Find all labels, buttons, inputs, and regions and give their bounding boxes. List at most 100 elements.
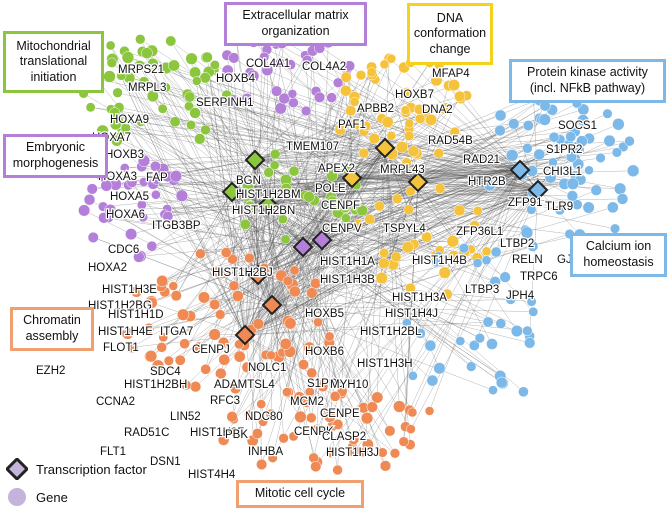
network-edge [321,147,386,241]
gene-label: MCM2 [290,396,324,408]
network-edge [244,154,276,336]
network-edge [246,196,273,306]
gene-node [244,200,256,212]
gene-node [239,218,251,230]
gene-label: HIST4H4 [188,469,236,481]
gene-node [495,376,508,389]
network-edge [140,239,323,257]
gene-node [571,199,583,210]
gene-node [313,91,326,103]
gene-node [433,362,446,375]
gene-node [472,205,483,216]
gene-node [613,182,627,195]
gene-node [518,386,529,398]
network-edge [244,322,407,336]
gene-node [348,433,360,445]
gene-node [277,214,288,225]
gene-label: POLE [315,183,346,195]
network-edge [132,246,304,348]
gene-label: HIST1H2BN [232,205,295,217]
gene-node [189,107,201,119]
gene-label: MFAP4 [432,68,470,80]
gene-node [186,120,197,130]
network-edge [231,191,501,377]
gene-node [228,52,240,64]
gene-label: FAP [146,172,168,184]
network-edge [108,189,539,218]
gene-node [378,257,390,270]
gene-node [577,114,590,127]
network-edge [146,53,246,336]
gene-node [302,54,313,66]
gene-node [147,57,159,70]
network-edge [173,65,256,161]
gene-node [160,82,171,93]
gene-node [356,204,369,217]
gene-label: HIST1H3F [190,427,244,439]
gene-node [458,243,470,254]
network-edge [125,127,233,193]
gene-node [603,134,616,147]
gene-node [400,87,413,100]
network-edge [417,85,449,183]
gene-node [300,105,312,117]
network-edge [112,59,256,161]
network-edge [231,191,304,248]
gene-node [106,57,117,68]
network-edge [271,165,275,306]
network-edge [231,191,421,334]
gene-node [121,51,135,64]
gene-node [505,149,519,162]
gene-node [488,385,498,396]
gene-node [119,163,130,173]
gene-node [439,102,452,115]
gene-label: HIST1H3H [357,358,413,370]
gene-node [194,133,206,145]
cluster-box-extracellular-matrix: Extracellular matrix organization [224,2,367,46]
transcription-factor-node [527,179,549,201]
network-edge [384,131,576,149]
network-edge [257,204,269,276]
gene-node [282,275,294,287]
network-edge [417,125,529,183]
legend-tf-label: Transcription factor [36,461,147,477]
network-edge [254,159,273,306]
gene-node [408,370,418,381]
gene-node [353,218,363,229]
network-edge [231,130,501,193]
gene-label: FLT1 [100,446,126,458]
gene-node [120,122,131,133]
gene-node [326,170,338,182]
network-edge [272,41,323,241]
gene-node [218,353,231,366]
network-edge [195,181,419,387]
gene-node [180,379,192,391]
network-edge [110,45,246,336]
gene-node [274,102,287,115]
gene-node [584,165,594,176]
gene-node [361,121,372,131]
network-edge [180,204,269,361]
gene-node [126,176,138,188]
transcription-factor-node [311,229,333,251]
gene-label: RAD51C [124,427,169,439]
gene-label: CENPK [294,426,334,438]
network-edge [150,204,269,357]
gene-node [169,170,183,183]
network-edge [257,274,530,344]
gene-node [590,184,602,196]
gene-node [227,253,238,265]
gene-label: LTBP2 [500,238,534,250]
gene-label: NOLC1 [248,362,286,374]
network-edge [231,191,259,276]
gene-node [494,124,506,137]
network-edge [244,148,528,336]
network-edge [164,191,233,215]
network-edge [267,204,336,397]
gene-label: HIST1H3B [320,274,375,286]
network-edge [417,169,521,183]
transcription-factor-node [407,171,429,193]
gene-node [288,431,299,442]
network-edge [162,204,269,282]
